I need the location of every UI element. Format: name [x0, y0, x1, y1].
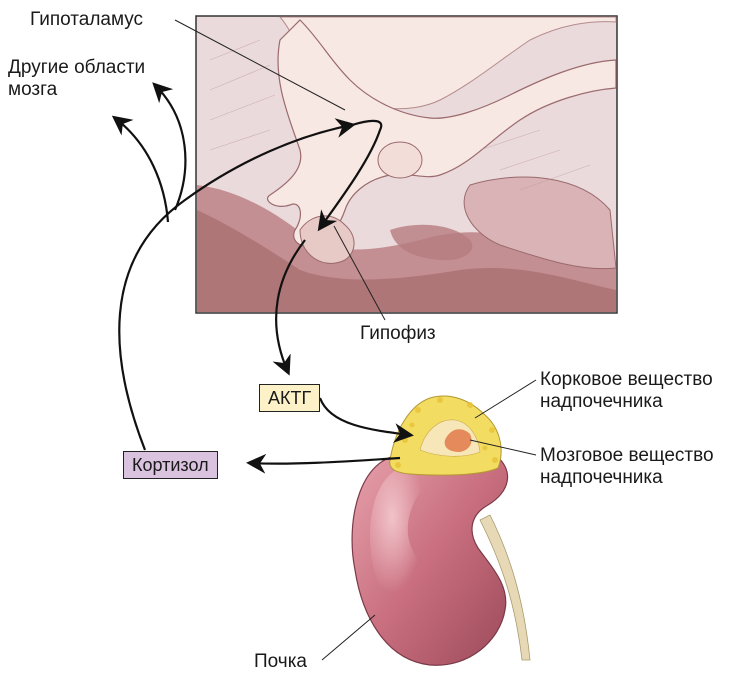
adrenal-medulla-line2: надпочечника: [540, 467, 714, 489]
adrenal-medulla-label: Мозговое вещество надпочечника: [540, 445, 714, 489]
adrenal-cortex-line2: надпочечника: [540, 391, 713, 413]
other-brain-areas-line1: Другие области: [8, 57, 145, 79]
adrenal-cortex-label: Корковое вещество надпочечника: [540, 369, 713, 413]
acth-box: АКТГ: [259, 384, 320, 412]
other-brain-areas-label: Другие области мозга: [8, 57, 145, 101]
adrenal-medulla-line1: Мозговое вещество: [540, 445, 714, 467]
other-brain-areas-line2: мозга: [8, 79, 145, 101]
kidney-illustration: [352, 396, 530, 665]
hypothalamus-label: Гипоталамус: [30, 9, 143, 31]
cortisol-box: Кортизол: [123, 451, 218, 479]
pituitary-label: Гипофиз: [360, 323, 436, 345]
kidney-label: Почка: [254, 651, 307, 673]
adrenal-cortex-line1: Корковое вещество: [540, 369, 713, 391]
brain-illustration: [196, 16, 617, 313]
